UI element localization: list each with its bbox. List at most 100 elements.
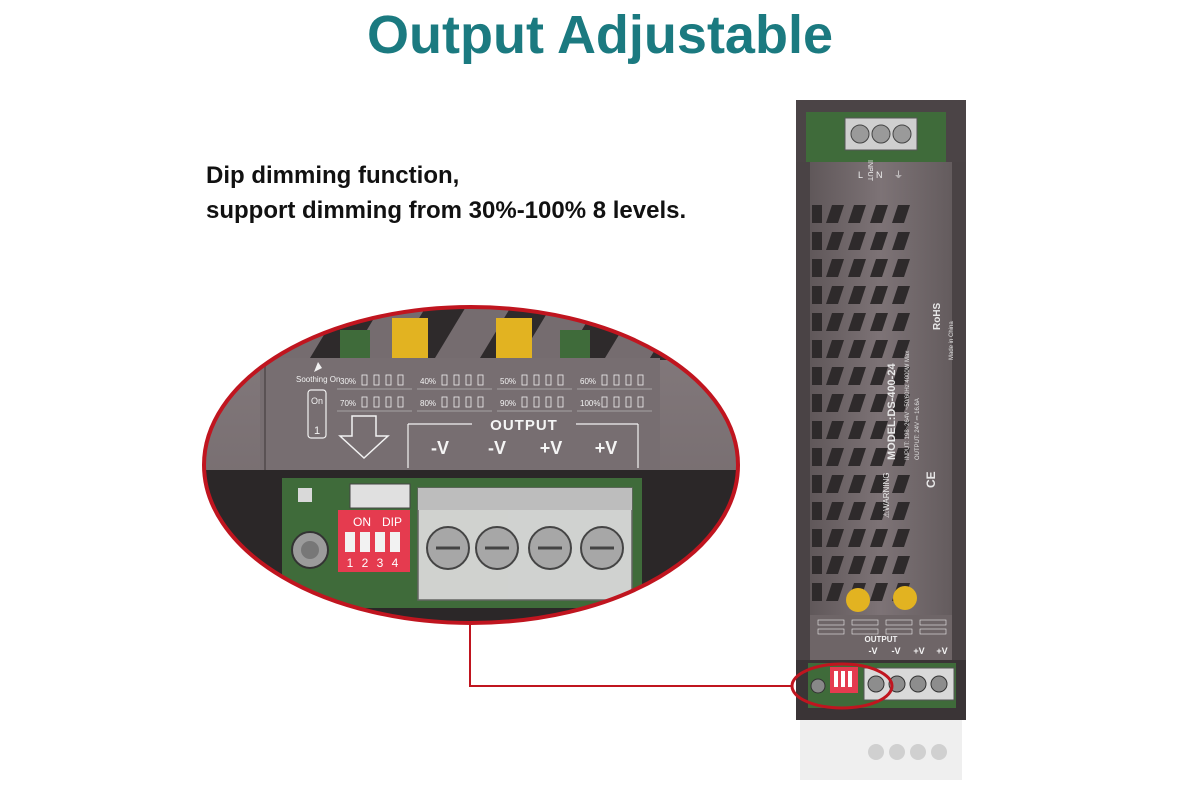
dip-level-label: 70% [340,399,356,408]
dip-level-switch-mark [637,396,644,408]
dip-level-label: 90% [500,399,516,408]
grille-slot [848,421,866,439]
down-arrow-icon [338,415,390,460]
mini-dip-mark [919,628,947,635]
grille-slot [892,340,910,358]
grille-slot [848,313,866,331]
dip-level-switch-mark [465,396,472,408]
dip-level-switch-mark [613,374,620,386]
dip-toggle [841,671,845,687]
grille-bar [435,307,515,358]
dip-level-label: 100% [580,399,600,408]
grille-slot [848,286,866,304]
grille-slot [848,205,866,223]
input-label: INPUT [866,160,873,182]
grille-slot [870,529,888,547]
zoom-terminal-label: -V [431,438,449,458]
dip-toggle [375,532,385,552]
grille-slot [826,259,844,277]
grille-slot [848,556,866,574]
mini-dip-mark [817,628,845,635]
page-title: Output Adjustable [367,5,833,65]
zoom-label-panel [260,358,660,470]
grille-slot [870,502,888,520]
dip-level-label: 30% [340,377,356,386]
grille-slot [826,448,844,466]
grille-slot [826,340,844,358]
grille-slot [826,394,844,412]
grille-slot [848,367,866,385]
zoom-terminal-label: -V [488,438,506,458]
grille-slot [826,502,844,520]
dip-level-switch-mark [557,374,564,386]
device-terminal-label: -V [869,646,878,656]
smd-component [298,488,312,502]
device-label-panel: MODEL:DS-400-24 INPUT: 198~264V ~50/60Hz… [882,302,955,518]
dip-toggle [848,671,852,687]
reflection-screw [931,744,947,760]
grille-slot [870,232,888,250]
grille-slot [826,286,844,304]
dip-level-switch-mark [545,396,552,408]
grille-bar [605,307,685,358]
grille-slot [826,583,844,601]
dip-number: 2 [362,556,369,570]
input-spec-text: INPUT: 198~264V ~50/60Hz 4000W Max [905,351,911,460]
dip-level-switch-mark [601,374,608,386]
dip-level-switch-mark [637,374,644,386]
grille-slot [848,475,866,493]
dip-level-switch-mark [441,374,448,386]
warning-text: ⚠WARNING [882,472,891,518]
grille-slot [892,421,910,439]
grille-slot [826,421,844,439]
zoom-pcb [340,330,370,358]
dip-level-switch-mark [625,374,632,386]
description-line-2: support dimming from 30%-100% 8 levels. [206,197,687,224]
dip-level-switch-mark [521,374,528,386]
dip-level-switch-mark [385,396,392,408]
grille-slot [870,313,888,331]
housing-edge [952,162,966,662]
grille-slot [826,367,844,385]
dip-level-switch-mark [361,396,368,408]
ventilation-grille [812,205,910,601]
grille-slot [812,529,822,547]
zoom-capacitor [392,318,428,358]
description-line-1: Dip dimming function, [206,162,460,189]
dip-toggle [834,671,838,687]
callout-zoom-ring [202,305,740,625]
grille-slot [892,394,910,412]
model-text: MODEL:DS-400-24 [886,363,898,460]
zoom-output-label: OUTPUT [490,417,558,434]
grille-slot [892,367,910,385]
soothing-on-text: On [311,396,323,406]
dip-on-label: ON [353,515,371,529]
grille-slot [892,556,910,574]
dip-number: 1 [347,556,354,570]
grille-slot [848,448,866,466]
grille-slot [812,583,822,601]
mini-dip-mark [817,619,845,626]
dip-level-markings [817,619,947,635]
grille-slot [812,421,822,439]
zoom-terminal-label: +V [540,438,563,458]
mini-dip-mark [919,619,947,626]
dip-level-switch-mark [373,396,380,408]
dip-toggle [360,532,370,552]
grille-slot [826,529,844,547]
output-screw [867,675,885,693]
grille-slot [892,232,910,250]
grille-slot [812,394,822,412]
rohs-text: RoHS [932,302,943,330]
dip-level-label: 60% [580,377,596,386]
reflection-screw [889,744,905,760]
grille-slot [812,205,822,223]
zoom-capacitor [496,318,532,358]
zoom-terminal-label: +V [595,438,618,458]
grille-slot [812,259,822,277]
grille-slot [812,448,822,466]
grille-slot [812,340,822,358]
grille-slot [870,259,888,277]
grille-slot [848,502,866,520]
dip-level-switch-mark [465,374,472,386]
